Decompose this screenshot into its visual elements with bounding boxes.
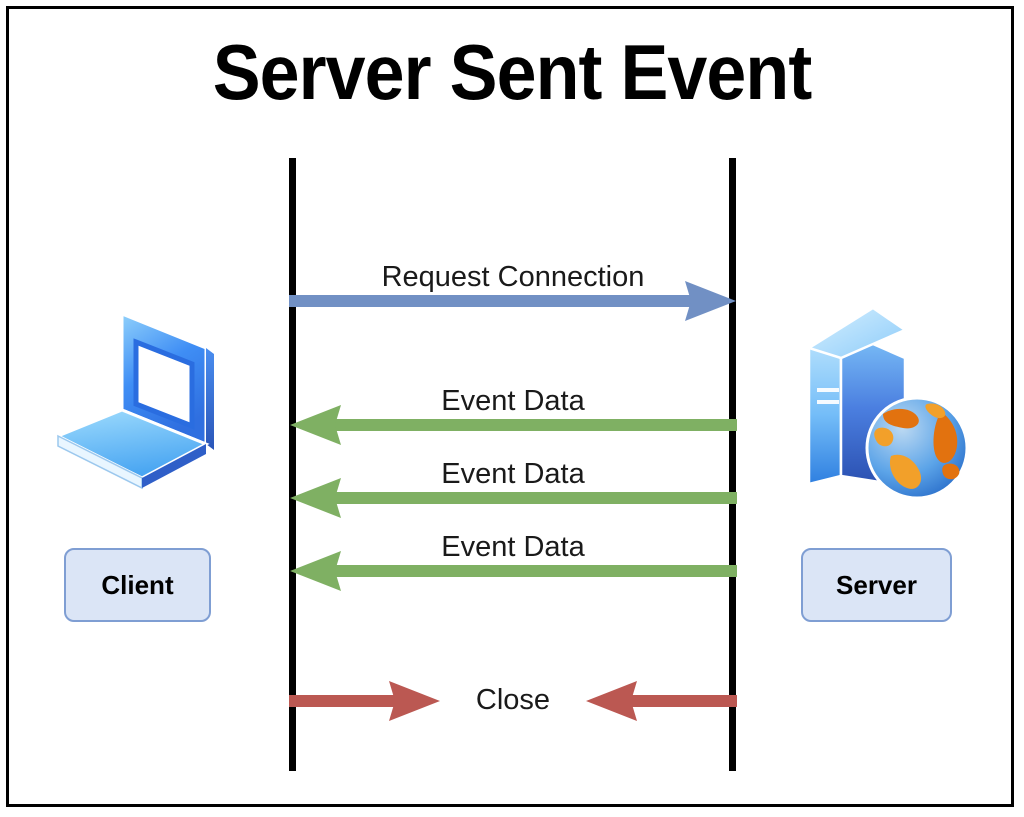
message-arrow-close-from-server — [586, 681, 737, 721]
message-arrow-close-from-client — [289, 681, 440, 721]
message-label-event-data-1: Event Data — [441, 385, 585, 417]
diagram-border — [6, 6, 1014, 807]
participant-label-server: Server — [836, 569, 917, 600]
message-arrow-request-connection — [289, 281, 736, 321]
participant-box-server[interactable]: Server — [801, 548, 952, 622]
message-label-event-data-3: Event Data — [441, 531, 585, 563]
message-arrow-event-data-3 — [290, 551, 737, 591]
message-label-event-data-2: Event Data — [441, 458, 585, 490]
participant-label-client: Client — [101, 569, 174, 600]
message-label-request-connection: Request Connection — [381, 261, 645, 293]
server-globe-icon — [795, 296, 985, 506]
message-arrow-event-data-1 — [290, 405, 737, 445]
page-title: Server Sent Event — [212, 28, 813, 116]
lifeline-client — [289, 158, 296, 771]
lifeline-server — [729, 158, 736, 771]
participant-box-client[interactable]: Client — [64, 548, 211, 622]
message-arrow-event-data-2 — [290, 478, 737, 518]
laptop-icon — [48, 296, 248, 496]
message-label-close: Close — [475, 684, 551, 716]
